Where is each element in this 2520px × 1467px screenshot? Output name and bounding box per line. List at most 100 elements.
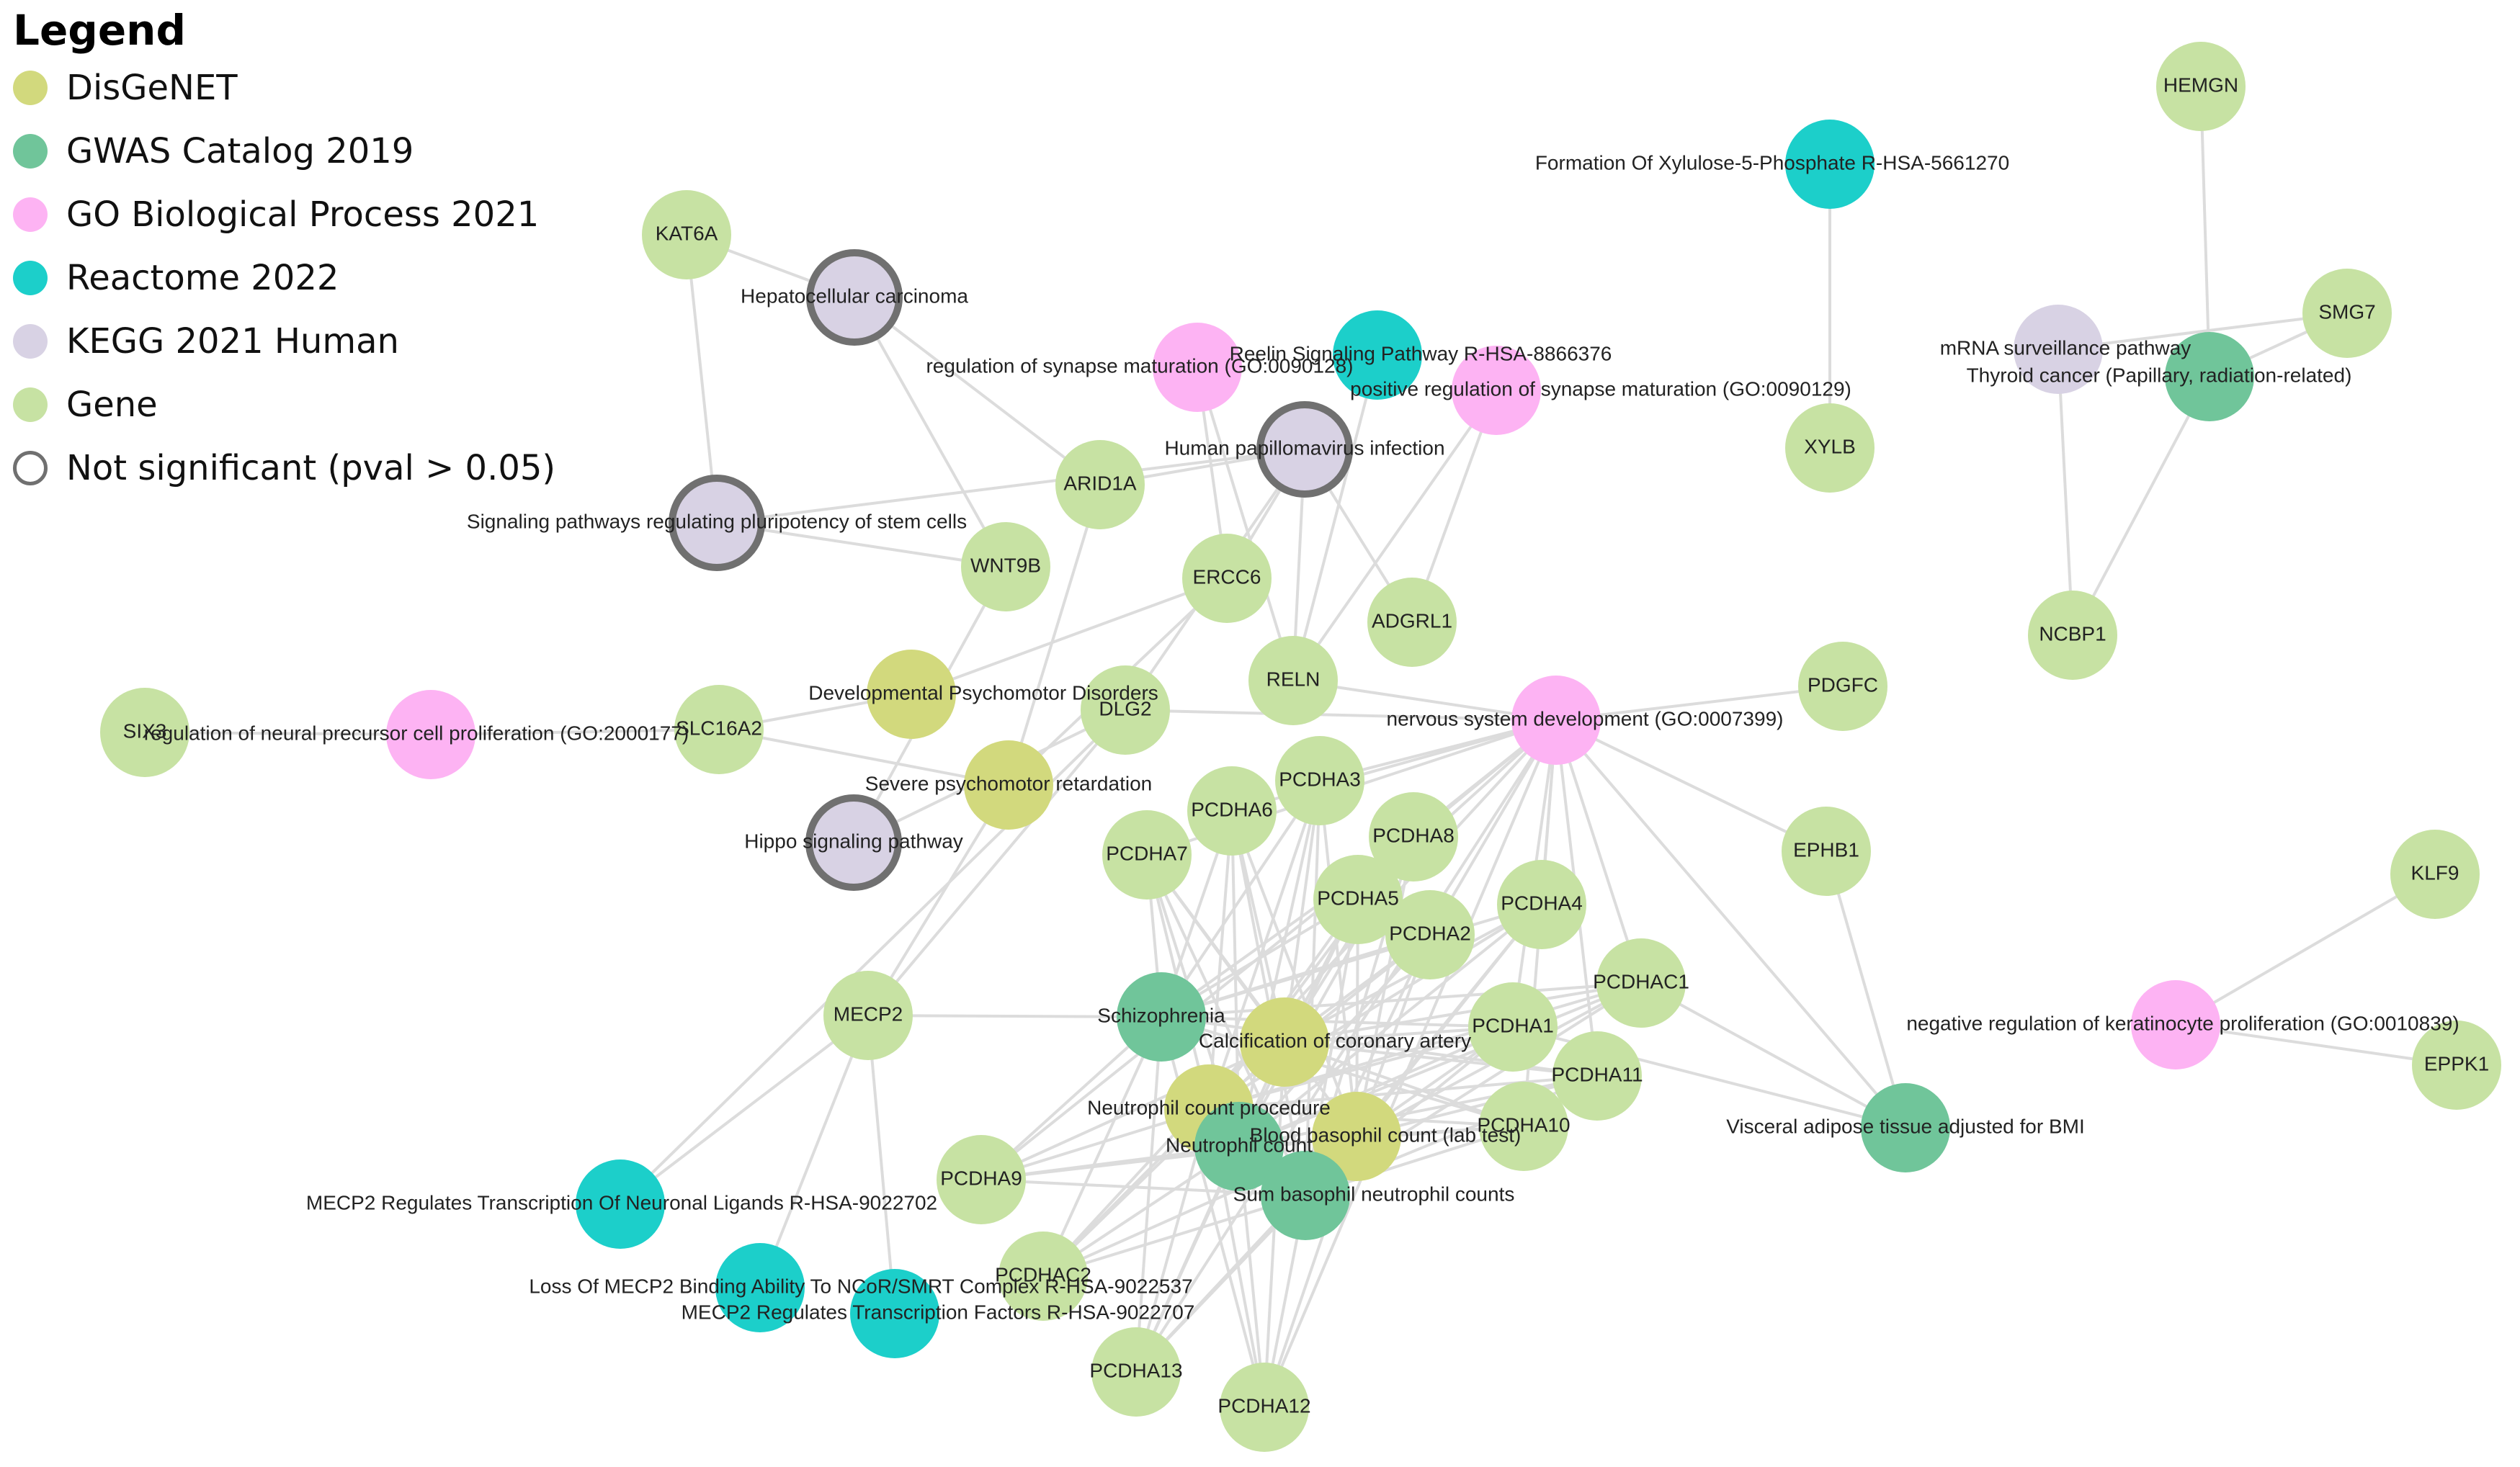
graph-edge xyxy=(1125,709,1557,722)
graph-edge xyxy=(1160,779,1321,1018)
node-label-mecp2lig: MECP2 Regulates Transcription Of Neurona… xyxy=(306,1191,937,1213)
graph-edge xyxy=(867,709,1127,1017)
node-reelin[interactable] xyxy=(1333,310,1422,400)
node-PCDHA1[interactable] xyxy=(1468,982,1558,1072)
node-PCDHAC1[interactable] xyxy=(1596,938,1686,1028)
node-label-nervous: nervous system development (GO:0007399) xyxy=(1387,707,1784,730)
node-label-schizo: Schizophrenia xyxy=(1097,1004,1225,1026)
node-ARID1A[interactable] xyxy=(1055,440,1145,529)
node-label-mecp2tf: MECP2 Regulates Transcription Factors R-… xyxy=(682,1301,1195,1323)
node-nervous[interactable] xyxy=(1511,676,1601,765)
node-schizo[interactable] xyxy=(1117,972,1206,1062)
node-label-neutroproc: Neutrophil count procedure xyxy=(1087,1096,1331,1118)
node-hippo[interactable] xyxy=(805,794,902,891)
node-label-KAT6A: KAT6A xyxy=(656,222,718,244)
node-PCDHA13[interactable] xyxy=(1091,1327,1181,1417)
node-SMG7[interactable] xyxy=(2302,269,2392,358)
node-synpos[interactable] xyxy=(1452,346,1541,435)
graph-edge xyxy=(1555,719,1907,1129)
node-PDGFC[interactable] xyxy=(1798,642,1887,731)
node-label-HEMGN: HEMGN xyxy=(2163,73,2238,96)
node-synreg[interactable] xyxy=(1153,323,1242,412)
legend-label: DisGeNET xyxy=(66,68,238,108)
node-ADGRL1[interactable] xyxy=(1367,578,1457,667)
node-xylulose[interactable] xyxy=(1785,120,1875,209)
node-label-ADGRL1: ADGRL1 xyxy=(1372,609,1452,632)
node-keratino[interactable] xyxy=(2131,980,2220,1069)
node-coronary[interactable] xyxy=(1240,997,1329,1087)
graph-edge xyxy=(1825,851,1907,1129)
node-mecp2tf[interactable] xyxy=(850,1269,939,1358)
node-label-WNT9B: WNT9B xyxy=(970,554,1041,576)
graph-edge xyxy=(853,297,1007,567)
graph-edge xyxy=(1208,1075,1598,1111)
node-EPPK1[interactable] xyxy=(2412,1020,2501,1110)
node-PCDHA8[interactable] xyxy=(1369,792,1458,881)
graph-edge xyxy=(1292,354,1379,681)
node-DLG2[interactable] xyxy=(1081,665,1170,755)
node-SIX3[interactable] xyxy=(100,688,189,777)
node-label-hippo: Hippo signaling pathway xyxy=(744,830,963,852)
node-pluri[interactable] xyxy=(669,475,765,571)
node-EPHB1[interactable] xyxy=(1782,807,1871,896)
node-PCDHA2[interactable] xyxy=(1385,890,1475,979)
node-HEMGN[interactable] xyxy=(2156,42,2246,131)
node-severe[interactable] xyxy=(964,740,1053,830)
legend-label: KEGG 2021 Human xyxy=(66,321,399,362)
node-KLF9[interactable] xyxy=(2390,830,2480,919)
node-devpsy[interactable] xyxy=(867,650,956,739)
go-swatch-icon xyxy=(13,197,48,232)
node-PCDHA12[interactable] xyxy=(1220,1363,1309,1452)
graph-edge xyxy=(1238,1026,1514,1148)
legend-item-reactome: Reactome 2022 xyxy=(13,246,555,310)
node-label-visceral: Visceral adipose tissue adjusted for BMI xyxy=(1726,1115,2085,1137)
node-basophil[interactable] xyxy=(1312,1092,1401,1181)
node-label-synreg: regulation of synapse maturation (GO:009… xyxy=(926,354,1353,377)
node-sumbaso[interactable] xyxy=(1261,1151,1350,1240)
node-WNT9B[interactable] xyxy=(961,522,1050,611)
node-PCDHA6[interactable] xyxy=(1187,766,1277,856)
node-neutrocount[interactable] xyxy=(1194,1102,1284,1191)
node-mecp2lig[interactable] xyxy=(576,1159,665,1249)
node-label-PCDHA12: PCDHA12 xyxy=(1217,1394,1310,1417)
node-PCDHA3[interactable] xyxy=(1275,736,1364,825)
node-NCBP1[interactable] xyxy=(2028,591,2117,680)
disgenet-swatch-icon xyxy=(13,71,48,105)
graph-edge xyxy=(853,296,1102,486)
node-MECP2[interactable] xyxy=(823,971,913,1060)
node-hcc[interactable] xyxy=(806,249,903,346)
node-label-PCDHA6: PCDHA6 xyxy=(1191,798,1273,820)
node-RELN[interactable] xyxy=(1248,636,1338,725)
node-label-PCDHA3: PCDHA3 xyxy=(1279,768,1361,790)
graph-edge xyxy=(867,784,1010,1017)
node-SLC16A2[interactable] xyxy=(674,685,764,774)
node-PCDHA4[interactable] xyxy=(1497,860,1586,949)
node-mrna[interactable] xyxy=(2014,305,2103,394)
node-label-PCDHA13: PCDHA13 xyxy=(1089,1359,1182,1381)
node-ncor[interactable] xyxy=(715,1243,805,1332)
node-hpv[interactable] xyxy=(1256,401,1353,498)
node-neuralprec[interactable] xyxy=(386,690,475,779)
graph-edge xyxy=(980,1041,1285,1181)
graph-edge xyxy=(2071,376,2211,636)
node-PCDHA7[interactable] xyxy=(1102,810,1192,900)
node-PCDHA5[interactable] xyxy=(1313,855,1403,944)
node-PCDHA9[interactable] xyxy=(937,1135,1026,1224)
node-thyroid[interactable] xyxy=(2165,332,2254,421)
node-label-basophil: Blood basophil count (lab test) xyxy=(1250,1123,1522,1146)
graph-edge xyxy=(1238,780,1321,1147)
graph-edge xyxy=(980,719,1558,1181)
node-PCDHA11[interactable] xyxy=(1552,1031,1642,1121)
node-PCDHAC2[interactable] xyxy=(998,1232,1088,1321)
node-ERCC6[interactable] xyxy=(1182,534,1272,623)
graph-edge xyxy=(759,1015,870,1288)
node-PCDHA10[interactable] xyxy=(1479,1082,1568,1171)
legend-item-kegg: KEGG 2021 Human xyxy=(13,310,555,373)
node-label-ERCC6: ERCC6 xyxy=(1193,565,1261,588)
node-XYLB[interactable] xyxy=(1785,403,1875,493)
node-visceral[interactable] xyxy=(1861,1083,1950,1172)
node-label-SLC16A2: SLC16A2 xyxy=(676,717,762,739)
graph-edge xyxy=(144,731,432,736)
legend-item-gwas: GWAS Catalog 2019 xyxy=(13,120,555,183)
node-KAT6A[interactable] xyxy=(642,190,731,279)
